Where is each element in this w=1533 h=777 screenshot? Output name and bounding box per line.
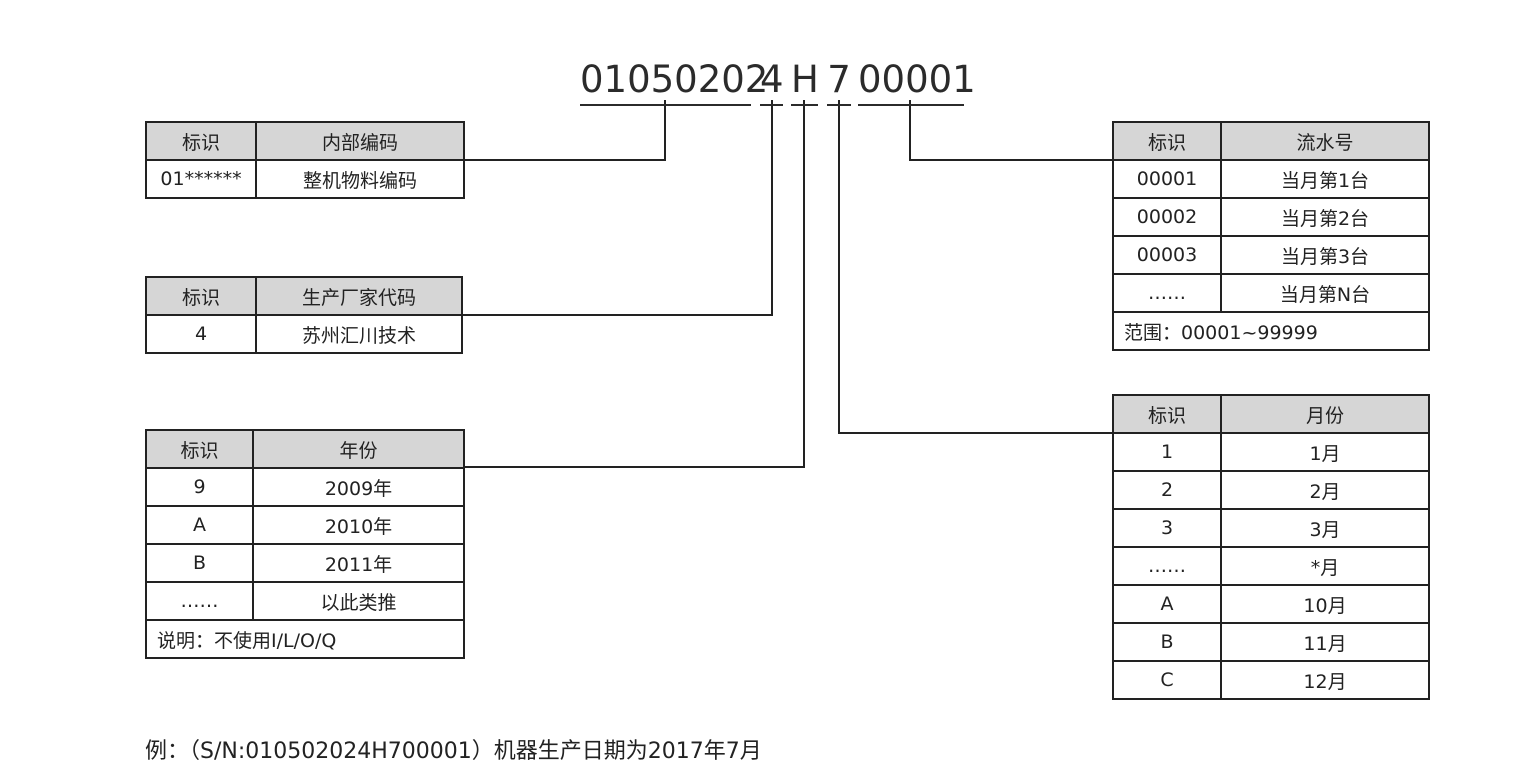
table-row: …… 当月第N台 (1112, 273, 1430, 313)
table-cell: 1 (1112, 432, 1222, 472)
table-cell: 3月 (1220, 508, 1430, 548)
table-cell: …… (145, 581, 254, 621)
table-cell: C (1112, 660, 1222, 700)
table-row: A 2010年 (145, 505, 465, 545)
table-row: …… 以此类推 (145, 581, 465, 621)
table-cell: 00002 (1112, 197, 1222, 237)
table-cell: 2011年 (252, 543, 465, 583)
table-cell: 2 (1112, 470, 1222, 510)
header-cell: 标识 (145, 276, 257, 316)
table-row: B 2011年 (145, 543, 465, 583)
table-header-row: 标识 月份 (1112, 394, 1430, 434)
connector-month (838, 100, 1113, 434)
table-cell: …… (1112, 273, 1222, 313)
table-cell: 2009年 (252, 467, 465, 507)
connector-manufacturer (459, 100, 773, 316)
table-row: 1 1月 (1112, 432, 1430, 472)
table-note-row: 说明：不使用I/L/O/Q (145, 619, 465, 659)
table-cell: 12月 (1220, 660, 1430, 700)
table-row: 00001 当月第1台 (1112, 159, 1430, 199)
table-cell: *月 (1220, 546, 1430, 586)
table-header-row: 标识 年份 (145, 429, 465, 469)
table-row: 4 苏州汇川技术 (145, 314, 463, 354)
table-row: C 12月 (1112, 660, 1430, 700)
table-note-row: 范围：00001~99999 (1112, 311, 1430, 351)
serial-segment-month: 7 (827, 58, 851, 106)
connector-serial-number (909, 100, 1113, 161)
table-cell: 当月第3台 (1220, 235, 1430, 275)
table-header-row: 标识 流水号 (1112, 121, 1430, 161)
table-row: A 10月 (1112, 584, 1430, 624)
table-cell: 苏州汇川技术 (255, 314, 463, 354)
table-row: 01****** 整机物料编码 (145, 159, 465, 199)
header-cell: 年份 (252, 429, 465, 469)
table-row: …… *月 (1112, 546, 1430, 586)
table-cell: 11月 (1220, 622, 1430, 662)
header-cell: 月份 (1220, 394, 1430, 434)
header-cell: 标识 (1112, 394, 1222, 434)
serial-segment-internal-code: 01050202 (580, 58, 768, 106)
manufacturer-table: 标识 生产厂家代码 4 苏州汇川技术 (145, 276, 463, 354)
table-cell: B (145, 543, 254, 583)
table-cell: 当月第1台 (1220, 159, 1430, 199)
table-cell: 3 (1112, 508, 1222, 548)
connector-internal-code (461, 100, 666, 161)
table-row: 9 2009年 (145, 467, 465, 507)
table-cell: 01****** (145, 159, 257, 199)
serial-segment-year: H (791, 58, 819, 106)
header-cell: 标识 (145, 121, 257, 161)
year-table: 标识 年份 9 2009年 A 2010年 B 2011年 …… 以此类推 说明… (145, 429, 465, 659)
header-cell: 标识 (145, 429, 254, 469)
table-row: B 11月 (1112, 622, 1430, 662)
header-cell: 流水号 (1220, 121, 1430, 161)
table-row: 00003 当月第3台 (1112, 235, 1430, 275)
table-cell: 整机物料编码 (255, 159, 465, 199)
table-cell: 当月第N台 (1220, 273, 1430, 313)
header-cell: 生产厂家代码 (255, 276, 463, 316)
header-cell: 标识 (1112, 121, 1222, 161)
table-cell: 当月第2台 (1220, 197, 1430, 237)
table-row: 2 2月 (1112, 470, 1430, 510)
table-cell: 9 (145, 467, 254, 507)
table-header-row: 标识 内部编码 (145, 121, 465, 161)
month-table: 标识 月份 1 1月 2 2月 3 3月 …… *月 A 10月 B 11月 C (1112, 394, 1430, 700)
table-cell: B (1112, 622, 1222, 662)
table-note: 范围：00001~99999 (1112, 311, 1430, 351)
table-cell: 4 (145, 314, 257, 354)
table-cell: 00003 (1112, 235, 1222, 275)
header-cell: 内部编码 (255, 121, 465, 161)
table-cell: 2010年 (252, 505, 465, 545)
connector-year (461, 100, 805, 468)
table-cell: …… (1112, 546, 1222, 586)
table-cell: 1月 (1220, 432, 1430, 472)
table-row: 3 3月 (1112, 508, 1430, 548)
table-cell: 00001 (1112, 159, 1222, 199)
serial-segment-manufacturer: 4 (760, 58, 784, 106)
example-caption: 例：（S/N:010502024H700001）机器生产日期为2017年7月 (145, 739, 762, 764)
serial-number-table: 标识 流水号 00001 当月第1台 00002 当月第2台 00003 当月第… (1112, 121, 1430, 351)
table-cell: 2月 (1220, 470, 1430, 510)
table-cell: 10月 (1220, 584, 1430, 624)
table-note: 说明：不使用I/L/O/Q (145, 619, 465, 659)
internal-code-table: 标识 内部编码 01****** 整机物料编码 (145, 121, 465, 199)
table-cell: A (1112, 584, 1222, 624)
table-header-row: 标识 生产厂家代码 (145, 276, 463, 316)
table-cell: 以此类推 (252, 581, 465, 621)
table-row: 00002 当月第2台 (1112, 197, 1430, 237)
table-cell: A (145, 505, 254, 545)
serial-segment-serial-number: 00001 (858, 58, 976, 106)
